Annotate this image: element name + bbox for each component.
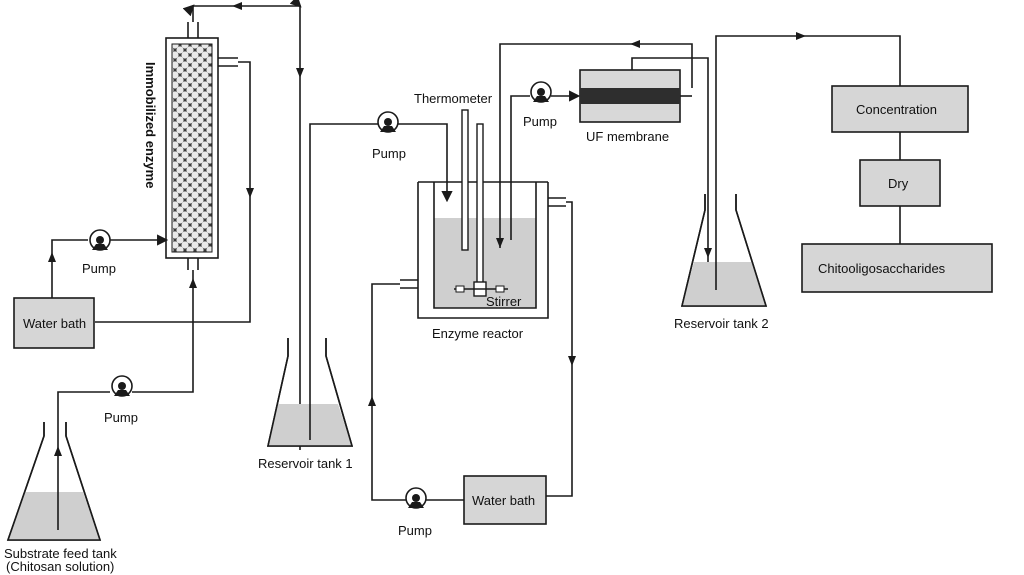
thermometer-label: Thermometer — [414, 91, 493, 106]
water-bath-1-label: Water bath — [23, 316, 86, 331]
water-bath-2 — [463, 475, 547, 525]
immobilized-enzyme-label: Immobilized enzyme — [143, 62, 158, 188]
water-bath-2-label: Water bath — [472, 493, 535, 508]
pump-2-label: Pump — [104, 410, 138, 425]
concentration-label: Concentration — [856, 102, 937, 117]
stirrer — [454, 123, 508, 297]
water-bath-1 — [13, 297, 95, 349]
pump-3-label: Pump — [372, 146, 406, 161]
uf-membrane — [579, 69, 692, 123]
uf-membrane-label: UF membrane — [586, 129, 669, 144]
reservoir-tank-2 — [680, 194, 768, 307]
pump-2 — [111, 375, 133, 397]
reservoir-tank-2-label: Reservoir tank 2 — [674, 316, 769, 331]
reservoir-tank-1-label: Reservoir tank 1 — [258, 456, 353, 471]
pipe-uf-to-reservoir-2 — [631, 57, 709, 266]
immobilized-enzyme-column — [165, 22, 238, 270]
pump-1-label: Pump — [82, 261, 116, 276]
pipe-feed-to-column — [57, 391, 110, 530]
chitooligosaccharides-box — [801, 243, 993, 293]
pump-1 — [89, 229, 111, 251]
pipe-reactor-jacket-in — [371, 283, 406, 501]
substrate-feed-tank-label-line1: Substrate feed tank — [4, 546, 117, 561]
substrate-feed-tank — [6, 422, 102, 541]
pipe-reactor-jacket-out — [546, 201, 573, 497]
pipe-uf-retentate-return — [499, 43, 693, 248]
thermometer — [461, 109, 469, 251]
dry-label: Dry — [888, 176, 909, 191]
pipe-reservoir-1-to-reactor — [309, 123, 378, 440]
concentration-box — [831, 85, 969, 133]
enzyme-reactor-label: Enzyme reactor — [432, 326, 524, 341]
pipe-column-to-reservoir-1 — [182, 0, 302, 450]
stirrer-label: Stirrer — [486, 294, 522, 309]
pump-5-label: Pump — [398, 523, 432, 538]
pump-4-label: Pump — [523, 114, 557, 129]
pipe-reservoir-2-to-concentration — [715, 35, 901, 290]
chitooligosaccharides-label: Chitooligosaccharides — [818, 261, 946, 276]
pump-4 — [530, 81, 552, 103]
pump-3 — [377, 111, 399, 133]
substrate-feed-tank-label-line2: (Chitosan solution) — [6, 559, 114, 574]
pump-5 — [405, 487, 427, 509]
dry-box — [859, 159, 941, 207]
